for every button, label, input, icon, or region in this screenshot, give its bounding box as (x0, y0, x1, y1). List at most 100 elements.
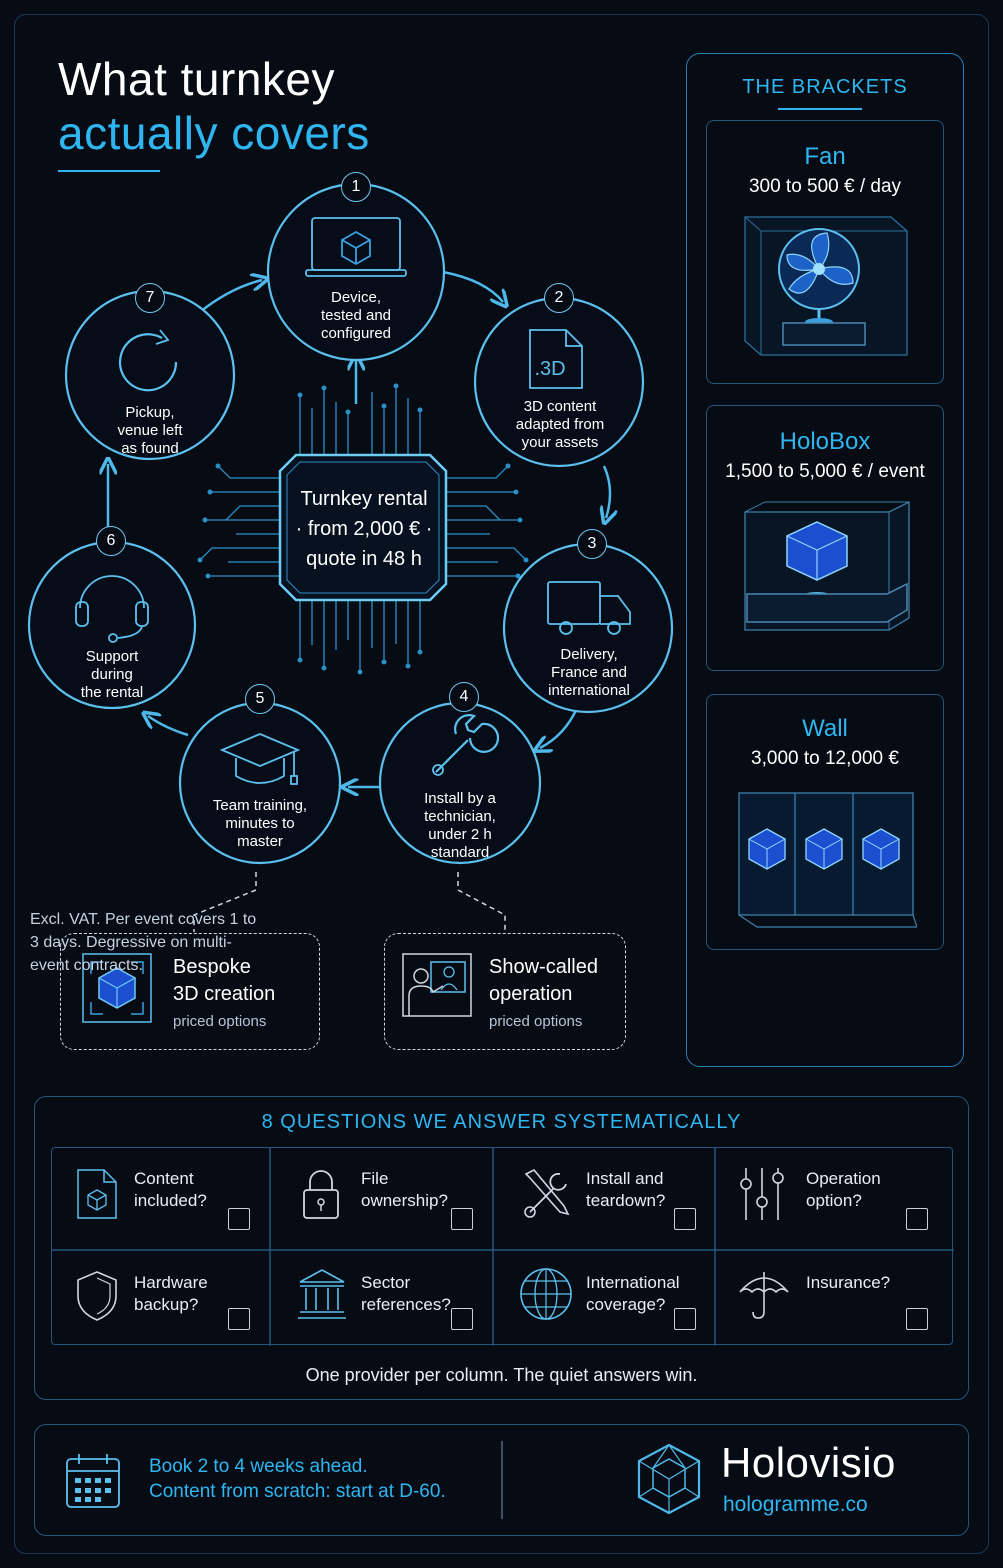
center-line1: Turnkey rental (300, 488, 428, 510)
step-3-number: 3 (577, 529, 607, 559)
question-4-checkbox[interactable] (906, 1208, 928, 1230)
arrow-7-1 (199, 280, 262, 313)
shield-icon (77, 1271, 117, 1321)
bracket-holobox-name: HoloBox (779, 428, 871, 455)
option-2-sub: priced options (489, 1013, 583, 1030)
center-chip-text: Turnkey rental · from 2,000 € · quote in… (284, 484, 444, 574)
refresh-icon (118, 329, 178, 392)
institution-icon (298, 1269, 346, 1319)
truck-icon (547, 581, 631, 635)
arrow-5-6 (148, 716, 189, 737)
bracket-card-holobox: HoloBox 1,500 to 5,000 € / event (706, 405, 944, 671)
umbrella-icon (739, 1272, 789, 1319)
presenter-icon (402, 953, 472, 1017)
step-1-number: 1 (341, 172, 371, 202)
brackets-panel: THE BRACKETS Fan 300 to 500 € / day Holo… (686, 53, 964, 1067)
center-line2: · from 2,000 € · (295, 518, 433, 540)
footer-section: Book 2 to 4 weeks ahead. Content from sc… (34, 1424, 969, 1536)
circuit-traces (199, 386, 527, 672)
questions-grid-lines (52, 1148, 954, 1346)
step-2-number: 2 (544, 283, 574, 313)
footer-line1: Book 2 to 4 weeks ahead. (149, 1456, 368, 1477)
brand-name: Holovisio (721, 1439, 896, 1486)
step-5-number: 5 (245, 684, 275, 714)
arrow-3-4 (540, 707, 579, 748)
calendar-icon (66, 1454, 120, 1508)
page-title-line1: What turnkey (58, 53, 335, 105)
connector-option-2 (457, 872, 506, 932)
page-frame (14, 14, 989, 1554)
bracket-fan-price: 300 to 500 € / day (748, 176, 902, 197)
3d-file-icon (529, 329, 583, 389)
brackets-heading: THE BRACKETS (742, 76, 908, 98)
step-6-number: 6 (96, 526, 126, 556)
brackets-note: Excl. VAT. Per event covers 1 to 3 days.… (30, 911, 257, 974)
bracket-card-wall: Wall 3,000 to 12,000 € (706, 694, 944, 950)
padlock-icon (303, 1170, 339, 1219)
brackets-underline (778, 108, 862, 110)
center-line3: quote in 48 h (306, 548, 422, 570)
hologram-fan-icon (744, 216, 908, 356)
page-title-line2: actually covers (58, 107, 370, 159)
cycle-diagram: .3D (27, 182, 674, 932)
circuit-nodes (197, 383, 529, 675)
bracket-holobox-price: 1,500 to 5,000 € / event (725, 461, 925, 482)
brand-site[interactable]: hologramme.co (723, 1493, 868, 1516)
question-8-label: Insurance? (806, 1273, 891, 1292)
title-underline (58, 170, 160, 172)
graduation-cap-icon (219, 733, 301, 785)
globe-icon (520, 1268, 572, 1320)
bracket-wall-name: Wall (802, 715, 848, 742)
bracket-wall-price: 3,000 to 12,000 € (751, 748, 899, 769)
question-3-checkbox[interactable] (674, 1208, 696, 1230)
questions-footer: One provider per column. The quiet answe… (305, 1365, 698, 1385)
question-2-checkbox[interactable] (451, 1208, 473, 1230)
question-1-checkbox[interactable] (228, 1208, 250, 1230)
holobox-icon (744, 500, 910, 631)
3d-file-text: .3D (534, 358, 565, 380)
question-6-checkbox[interactable] (451, 1308, 473, 1330)
cube-frame-icon (82, 953, 152, 1023)
holovisio-logo-icon (637, 1443, 701, 1515)
monitor-cube-icon (305, 217, 407, 277)
step-4-number: 4 (449, 682, 479, 712)
footer-line2: Content from scratch: start at D-60. (149, 1481, 446, 1502)
center-chip (278, 453, 448, 602)
bracket-fan-name: Fan (804, 143, 846, 170)
footer-divider (501, 1441, 503, 1519)
option-1-sub: priced options (173, 1013, 267, 1030)
wrench-icon (432, 714, 500, 776)
questions-heading: 8 QUESTIONS WE ANSWER SYSTEMATICALLY (261, 1111, 742, 1133)
question-8-checkbox[interactable] (906, 1308, 928, 1330)
sliders-icon (740, 1168, 784, 1220)
question-7-checkbox[interactable] (674, 1308, 696, 1330)
question-5-checkbox[interactable] (228, 1308, 250, 1330)
bracket-card-fan: Fan 300 to 500 € / day (706, 120, 944, 384)
arrow-1-2 (442, 270, 503, 302)
arrow-2-3 (604, 465, 610, 518)
connector-option-1 (193, 872, 257, 932)
file-cube-icon (77, 1169, 117, 1219)
questions-section: 8 QUESTIONS WE ANSWER SYSTEMATICALLY Con… (34, 1096, 969, 1400)
tools-icon (524, 1169, 570, 1218)
headset-icon (75, 575, 149, 643)
hologram-wall-icon (738, 792, 917, 928)
